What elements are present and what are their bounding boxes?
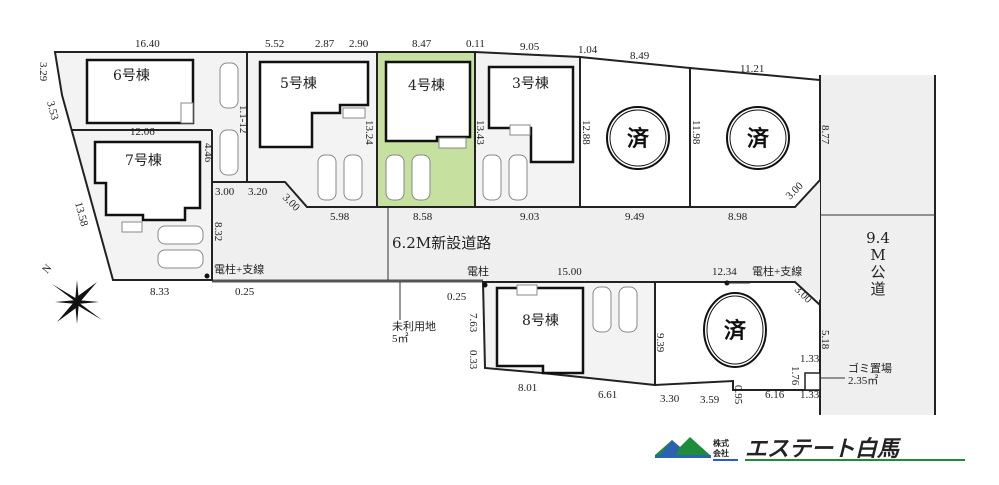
entrance-steps [516, 284, 538, 296]
svg-text:9.05: 9.05 [520, 41, 540, 53]
pole-label: 電柱 [467, 264, 489, 278]
svg-text:済: 済 [627, 126, 650, 152]
svg-text:M: M [870, 246, 885, 264]
entrance-steps [509, 124, 531, 136]
public-road [820, 75, 935, 415]
entrance-steps [121, 221, 143, 233]
lot-label: 3号棟 [512, 76, 549, 92]
entrance-steps [438, 137, 467, 149]
svg-text:1.76: 1.76 [789, 366, 801, 386]
building-8[interactable] [495, 286, 585, 375]
svg-text:0.25: 0.25 [447, 291, 467, 303]
svg-text:12.34: 12.34 [712, 266, 737, 278]
svg-text:4.46: 4.46 [202, 143, 214, 163]
svg-text:3.00: 3.00 [215, 186, 235, 198]
svg-text:8.32: 8.32 [212, 222, 224, 241]
svg-text:1.04: 1.04 [578, 44, 598, 56]
svg-text:0.11: 0.11 [466, 38, 485, 50]
svg-text:3.53: 3.53 [44, 100, 61, 122]
svg-text:15.00: 15.00 [557, 266, 582, 278]
svg-text:9.49: 9.49 [625, 211, 645, 223]
parking-cars [157, 62, 638, 333]
svg-text:13.24: 13.24 [363, 120, 375, 145]
svg-text:8.58: 8.58 [413, 211, 433, 223]
svg-text:8.47: 8.47 [412, 38, 432, 50]
svg-text:0.25: 0.25 [235, 286, 255, 298]
svg-text:公: 公 [870, 263, 885, 281]
svg-text:会社: 会社 [713, 448, 729, 458]
new-road [212, 180, 820, 300]
svg-text:13.58: 13.58 [72, 201, 90, 228]
svg-text:12.88: 12.88 [580, 120, 592, 145]
lot-label: 8号棟 [522, 313, 559, 329]
svg-text:11.98: 11.98 [690, 120, 702, 145]
public-road-label: 9.4 M 公 道 [866, 229, 890, 298]
svg-text:エステート白馬: エステート白馬 [745, 436, 902, 462]
pole-guy-label: 電柱+支線 [214, 262, 264, 276]
unused-land-label: 未利用地 [392, 320, 436, 333]
building-7[interactable] [93, 140, 202, 222]
lot-label: 7号棟 [125, 153, 162, 169]
north-compass-icon: N [40, 262, 102, 324]
svg-text:1.1-12: 1.1-12 [237, 105, 249, 133]
svg-text:12.06: 12.06 [130, 126, 155, 138]
svg-text:7.63: 7.63 [467, 313, 479, 333]
svg-text:5.52: 5.52 [265, 38, 284, 50]
lot-label: 4号棟 [408, 78, 445, 94]
svg-text:9.39: 9.39 [654, 333, 666, 353]
sold-mark: 済 [703, 292, 767, 368]
garbage-area [804, 372, 821, 391]
svg-text:3.29: 3.29 [37, 62, 49, 82]
svg-text:2.87: 2.87 [315, 38, 335, 50]
svg-text:済: 済 [724, 318, 747, 344]
svg-text:0.95: 0.95 [732, 385, 744, 405]
svg-text:5.18: 5.18 [819, 330, 831, 350]
svg-text:8.49: 8.49 [630, 50, 650, 62]
entrance-steps [342, 107, 366, 119]
svg-text:3.20: 3.20 [248, 186, 268, 198]
svg-text:8.77: 8.77 [819, 125, 831, 145]
svg-text:株式: 株式 [713, 438, 729, 448]
new-road-label: 6.2M新設道路 [392, 234, 491, 252]
svg-text:済: 済 [747, 126, 770, 152]
building-5[interactable] [258, 60, 370, 149]
building-4[interactable] [384, 60, 472, 143]
svg-text:9.03: 9.03 [520, 211, 540, 223]
svg-text:2.90: 2.90 [349, 38, 369, 50]
dimension-labels: 16.40 5.52 2.87 2.90 8.47 0.11 9.05 1.04… [37, 38, 831, 406]
unused-land-area: 5㎡ [392, 332, 409, 345]
svg-text:11.21: 11.21 [740, 63, 764, 75]
pole-guy-label: 電柱+支線 [752, 264, 802, 278]
svg-text:16.40: 16.40 [135, 38, 160, 50]
garbage-label: ゴミ置場 [848, 361, 892, 375]
lot-label: 5号棟 [280, 76, 317, 92]
svg-text:8.33: 8.33 [150, 286, 170, 298]
svg-text:1.33: 1.33 [800, 353, 820, 365]
garbage-area-label: 2.35㎡ [848, 374, 878, 387]
svg-text:1.33: 1.33 [800, 389, 820, 401]
sold-mark: 済 [726, 106, 790, 170]
svg-text:6.16: 6.16 [765, 389, 785, 401]
building-3[interactable] [487, 65, 575, 164]
company-logo: 株式 会社 エステート白馬 [655, 436, 965, 462]
svg-text:13.43: 13.43 [474, 120, 486, 145]
svg-text:8.98: 8.98 [728, 211, 748, 223]
svg-text:8.01: 8.01 [518, 382, 537, 394]
svg-text:3.30: 3.30 [660, 393, 680, 405]
entrance-steps [180, 102, 194, 124]
lot-label: 6号棟 [113, 68, 150, 84]
sold-mark: 済 [606, 106, 670, 170]
svg-text:5.98: 5.98 [330, 211, 350, 223]
svg-text:N: N [40, 262, 54, 276]
svg-text:0.33: 0.33 [467, 350, 479, 370]
svg-text:道: 道 [870, 280, 885, 298]
svg-text:6.61: 6.61 [598, 389, 617, 401]
svg-text:9.4: 9.4 [866, 229, 890, 247]
svg-text:3.59: 3.59 [700, 394, 720, 406]
